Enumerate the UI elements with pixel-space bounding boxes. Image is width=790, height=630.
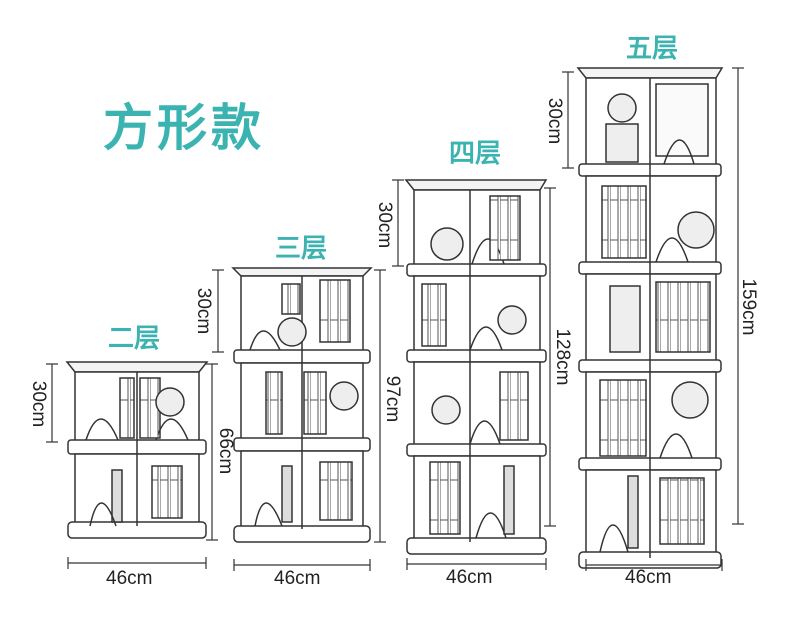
- model-3-width: 46cm: [274, 568, 321, 589]
- bookshelf-2-tier: [65, 361, 209, 539]
- bookshelf-4-tier: [404, 179, 548, 555]
- dimension-lines: [46, 67, 744, 571]
- model-2-shelf-height: 30cm: [28, 380, 49, 428]
- model-label-3: 三层: [275, 233, 328, 263]
- model-5-total-height: 159cm: [738, 278, 759, 336]
- model-2-width: 46cm: [106, 568, 153, 589]
- model-5-shelf-height: 30cm: [544, 97, 565, 145]
- model-4-width: 46cm: [446, 567, 493, 588]
- page-title: 方形款: [103, 100, 265, 156]
- model-label-4: 四层: [449, 138, 502, 168]
- model-label-2: 二层: [108, 323, 161, 353]
- model-4-total-height: 128cm: [552, 328, 573, 386]
- model-4-shelf-height: 30cm: [374, 201, 395, 249]
- model-3-total-height: 97cm: [382, 375, 403, 423]
- model-3-shelf-height: 30cm: [193, 287, 214, 335]
- bookshelf-3-tier: [231, 267, 373, 543]
- model-5-width: 46cm: [625, 567, 672, 588]
- model-2-total-height: 66cm: [215, 427, 236, 475]
- bookshelf-5-tier: [576, 67, 724, 569]
- model-label-5: 五层: [626, 33, 679, 63]
